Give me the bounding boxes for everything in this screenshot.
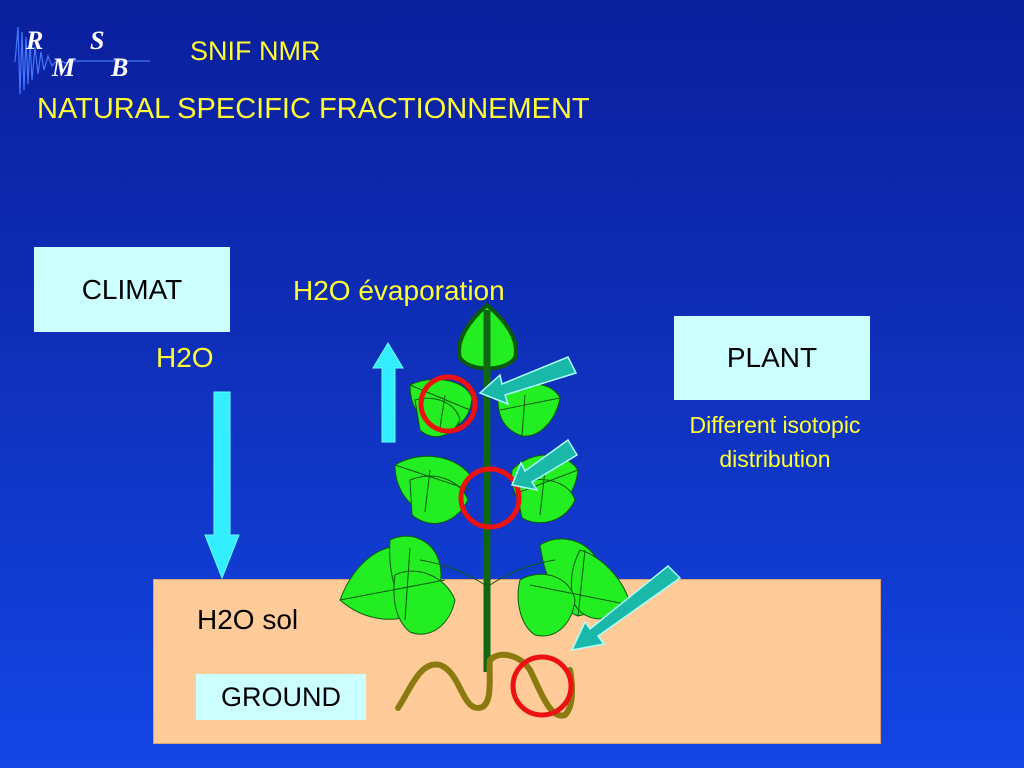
plant-roots: [395, 651, 575, 719]
page-subtitle: NATURAL SPECIFIC FRACTIONNEMENT: [37, 93, 590, 125]
rain-down-arrow: [204, 391, 240, 580]
leaf-mid-left-2: [409, 475, 469, 524]
logo-letter-m: M: [52, 53, 76, 82]
leaf-low-right-3: [517, 573, 576, 637]
rmsb-logo: R S M B: [10, 22, 160, 97]
plant-box: PLANT: [674, 316, 870, 400]
logo-letter-r: R: [26, 26, 44, 55]
h2o-label: H2O: [156, 342, 214, 373]
sample-circle-root: [510, 654, 574, 718]
soil-water-label: H2O sol: [197, 604, 299, 635]
logo-letter-b: B: [111, 53, 129, 82]
evaporation-label: H2O évaporation: [293, 275, 505, 306]
leaf-upper-left-2: [414, 397, 461, 438]
teal-arrow-upper: [478, 356, 578, 406]
climat-label: CLIMAT: [81, 273, 183, 305]
ground-label-box: GROUND: [196, 674, 366, 720]
teal-arrow-middle: [510, 438, 579, 492]
logo-wave-graphic: [14, 26, 150, 95]
evaporation-up-arrow: [372, 342, 404, 443]
ground-label: GROUND: [221, 681, 341, 712]
sample-circle-middle: [458, 466, 522, 530]
climat-box: CLIMAT: [34, 247, 230, 332]
sample-circle-upper: [418, 374, 478, 434]
page-title: SNIF NMR: [190, 36, 321, 66]
logo-letter-s: S: [90, 26, 105, 55]
teal-arrow-lower: [570, 564, 682, 652]
plant-note: Different isotopic distribution: [689, 412, 861, 472]
plant-label: PLANT: [726, 342, 818, 373]
leaf-low-left-3: [393, 570, 456, 635]
leaf-veins: [339, 384, 631, 621]
